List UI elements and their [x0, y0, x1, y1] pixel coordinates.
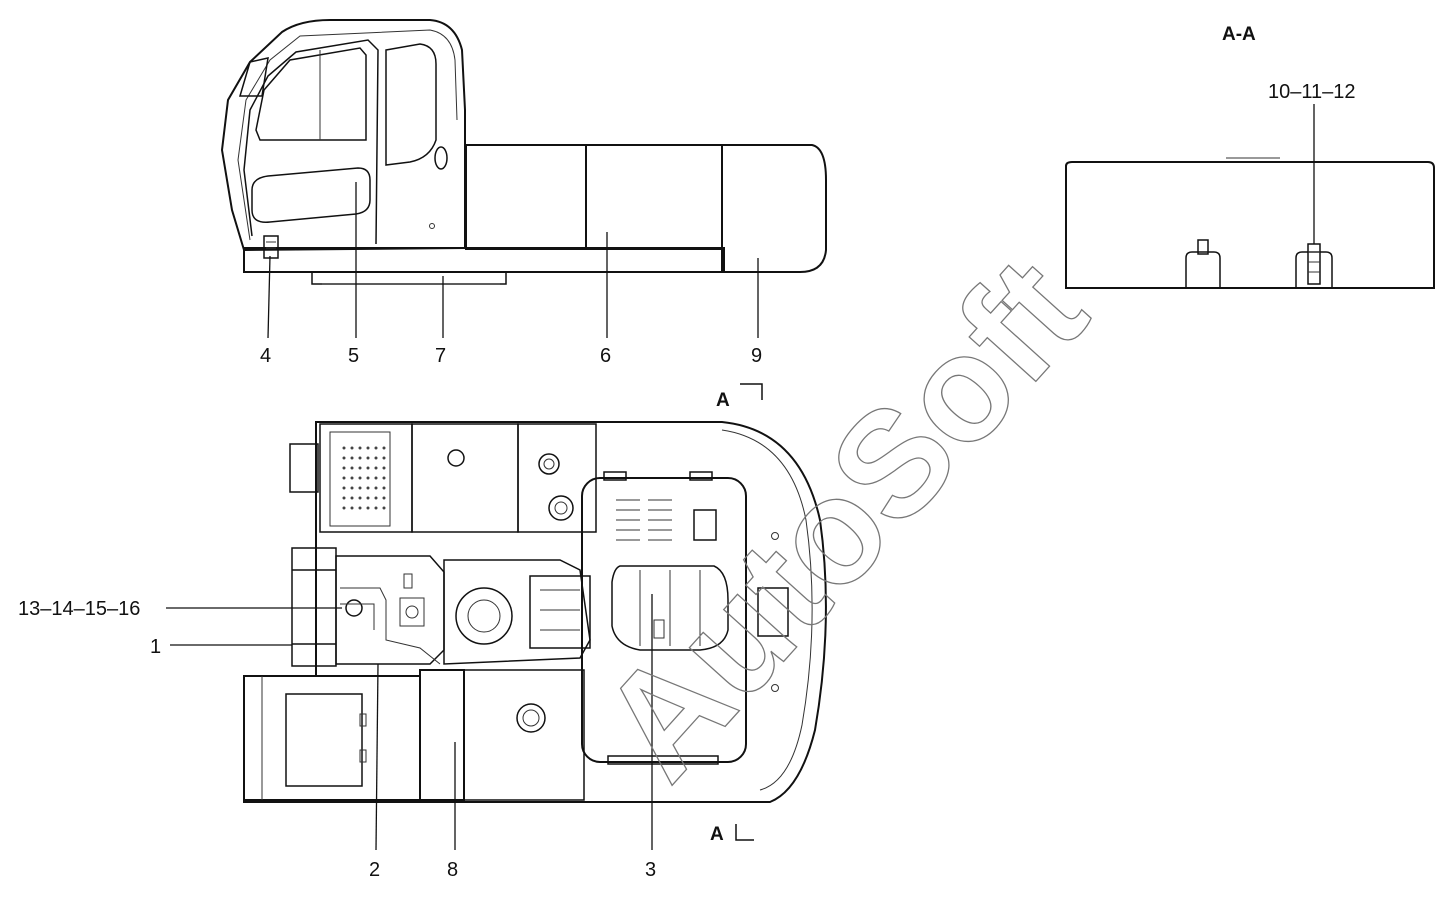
callout-3: 3 — [645, 859, 656, 881]
callout-7: 7 — [435, 345, 446, 367]
upper-deck — [243, 247, 725, 273]
callout-2: 2 — [369, 859, 380, 881]
callout-4: 4 — [260, 345, 271, 367]
front-window — [255, 47, 367, 141]
section-title: A-A — [1222, 24, 1256, 45]
counterweight — [721, 144, 827, 273]
callout-6: 6 — [600, 345, 611, 367]
cooler — [319, 423, 413, 533]
section-mark-top: A — [716, 390, 730, 411]
top-view — [243, 421, 827, 803]
tank-cap — [516, 703, 546, 733]
tank-cover — [465, 144, 587, 250]
callout-13-16: 13–14–15–16 — [18, 598, 140, 620]
engine-bay — [581, 477, 747, 763]
cab-shell — [220, 19, 466, 252]
hydraulic-tank — [419, 669, 465, 801]
engine-vents — [616, 499, 672, 541]
engine — [611, 565, 729, 651]
callout-8: 8 — [447, 859, 458, 881]
section-view — [1065, 157, 1435, 289]
side-window — [385, 43, 437, 166]
callout-5: 5 — [348, 345, 359, 367]
watermark: AutoSoft — [569, 227, 1117, 810]
cab-door — [243, 39, 379, 245]
side-view — [220, 19, 827, 285]
boom-foot — [291, 547, 337, 667]
callout-10-11-12: 10–11–12 — [1268, 81, 1356, 103]
swing-bearing — [311, 271, 507, 285]
lower-window — [251, 167, 371, 223]
upper-frame — [243, 421, 827, 803]
cooler-grid — [342, 446, 386, 510]
swing-motor — [455, 587, 513, 645]
callout-1: 1 — [150, 636, 161, 658]
callout-9: 9 — [751, 345, 762, 367]
section-mark-bottom: A — [710, 824, 724, 845]
